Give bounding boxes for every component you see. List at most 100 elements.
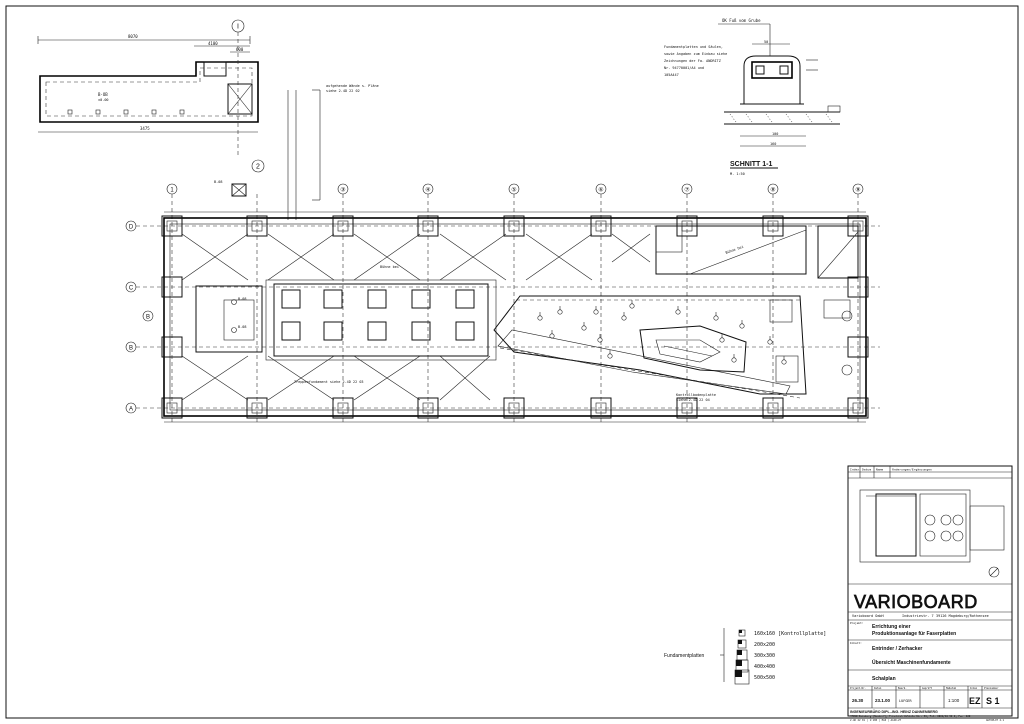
column-label-1: 1: [170, 188, 174, 194]
column-label-7: ⑦: [684, 187, 689, 194]
column-pads: [161, 215, 869, 419]
row-label-mid: B: [146, 315, 150, 321]
annotation-diag-top: Bühne bei: [725, 245, 744, 255]
meta-header-drawn: Bearb.: [898, 687, 907, 690]
meta-scale: 1:100: [948, 698, 960, 703]
foundation-legend: Fundamentplatten 160x160 [Kontrollplatte…: [664, 628, 826, 685]
keyplan-tank: [940, 514, 952, 526]
top-detail: 8070 4100 600 B-OB ±0.00 3475 I 2 B-08: [37, 19, 379, 220]
rev-header-date: Datum: [862, 468, 871, 472]
column-pad: [676, 397, 698, 419]
column-core: [251, 220, 263, 232]
meta-header-index: Index: [970, 687, 978, 690]
column-bubbles: 1 ③ ④ ⑤ ⑥ ⑦ ⑧ ⑨: [166, 183, 864, 195]
column-pad: [847, 397, 869, 419]
legend-item-label: 500x500: [754, 675, 775, 681]
meta-date: 23.1.00: [875, 698, 891, 703]
conveyor-foundation: [493, 295, 807, 395]
column-label-6: ⑥: [598, 187, 603, 194]
legend-item-label: 300x300: [754, 653, 775, 659]
row-label-c: C: [129, 286, 134, 292]
column-pad: [847, 336, 869, 358]
rev-header-name: Name: [876, 468, 883, 472]
anchor-bolt: [739, 323, 745, 329]
content-label: Inhalt:: [850, 641, 862, 645]
column-pad: [161, 215, 183, 237]
keyplan-tank: [940, 530, 952, 542]
rev-header-index: Index: [850, 468, 859, 472]
meta-drawn-by: LUFGER: [899, 699, 913, 703]
file-reference: 2.4D 22 01 | 1:100 | ELN | ACAD-Z7: [850, 718, 902, 722]
plan-type: Schalplan: [872, 676, 896, 682]
column-core: [595, 220, 607, 232]
keyplan-tank: [924, 530, 936, 542]
column-core: [422, 402, 434, 414]
company-street: Industriestr. 7: [902, 614, 934, 618]
sheet-border: [5, 5, 1019, 719]
platform-box: [367, 321, 387, 341]
column-pad: [503, 215, 525, 237]
detail-dim-3: 600: [236, 47, 244, 52]
column-pad: [762, 397, 784, 419]
anchor-bolt: [607, 353, 613, 359]
schnitt-note-2: sowie Angaben zum Einbau siehe: [664, 52, 727, 56]
column-pad: [503, 397, 525, 419]
column-label-8: ⑧: [770, 187, 775, 194]
column-core: [595, 402, 607, 414]
legend-symbol-fill: [735, 670, 742, 677]
column-core: [508, 402, 520, 414]
column-label-9: ⑨: [855, 187, 860, 194]
schnitt-scale: M. 1:50: [730, 172, 745, 176]
content-line-1: Entrinder / Zerhacker: [872, 646, 922, 652]
detail-side-note-2: siehe 2.4D 22 02: [326, 89, 360, 93]
keyplan-tank: [924, 514, 936, 526]
detail-room-code: B-OB: [98, 92, 108, 97]
annotation-lower-left: Treppenfundament siehe 2.4D 22 03: [294, 380, 364, 384]
meta-header-project: Projekt-Nr.: [850, 687, 866, 690]
platform-box: [455, 321, 475, 341]
keyplan-tank: [952, 530, 964, 542]
row-label-b: B: [129, 346, 133, 352]
column-pad: [417, 215, 439, 237]
column-core: [251, 402, 263, 414]
column-core: [166, 220, 178, 232]
column-pad: [246, 215, 268, 237]
legend-symbol-fill: [736, 660, 742, 666]
annotation-lower-right: Kontrollbodenplatte: [676, 393, 716, 397]
title-block: Index Datum Name Änderungen/Ergänzungen …: [847, 465, 1013, 718]
office-address: 47058 Duisburg (Neudorf), Friedrich-Wilh…: [850, 714, 971, 718]
anchor-bolt: [767, 339, 773, 345]
schnitt-dim-2: 100: [772, 132, 778, 136]
anchor-bolt: [675, 309, 681, 315]
legend-item-label: 160x160 [Kontrollplatte]: [754, 631, 826, 637]
column-label-4: ④: [425, 187, 430, 194]
legend-symbol-fill: [739, 630, 742, 633]
column-pad: [161, 397, 183, 419]
column-core: [337, 220, 349, 232]
legend-symbol-fill: [738, 640, 742, 644]
column-pad: [590, 215, 612, 237]
grid-bubble-i-label: I: [237, 24, 239, 31]
anchor-bolt: [731, 357, 737, 363]
anchor-bolt: [549, 333, 555, 339]
schnitt-note-5: 105A447: [664, 73, 679, 77]
platform-box: [411, 321, 431, 341]
row-label-d: D: [129, 225, 134, 231]
meta-index: EZ: [969, 696, 981, 706]
anchor-bolt: [537, 315, 543, 321]
company-city: 39126 Magdeburg/Rothensee: [936, 614, 989, 618]
content-line-2: Übersicht Maschinenfundamente: [872, 659, 951, 666]
column-core: [166, 402, 178, 414]
anchor-bolt: [713, 315, 719, 321]
key-plan: [859, 489, 1005, 578]
north-arrow-icon: [988, 566, 1000, 578]
legend-item-label: 400x400: [754, 664, 775, 670]
anchor-bolt: [581, 325, 587, 331]
platform-box: [323, 289, 343, 309]
anchor-bolt: [621, 315, 627, 321]
grid-bubble-2: [251, 159, 265, 173]
detail-room-sub: ±0.00: [98, 98, 109, 102]
anchor-bolt: [719, 337, 725, 343]
schnitt-dim-1: 50: [764, 40, 768, 44]
